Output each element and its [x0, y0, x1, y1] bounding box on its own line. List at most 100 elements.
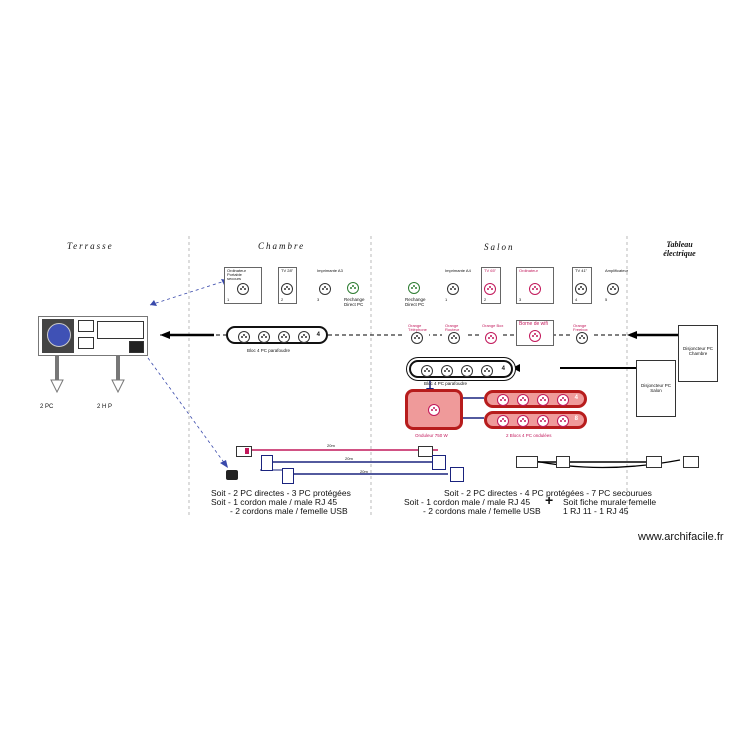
zone-salon: Salon	[484, 242, 515, 252]
socket-icon	[298, 331, 310, 343]
disjoncteur-chambre: Disjoncteur PC Chambre	[678, 325, 718, 382]
strip-count: 8	[574, 416, 578, 422]
device-label: TV 28"	[281, 268, 294, 273]
socket-icon	[529, 283, 541, 295]
disjoncteur-label: Disjoncteur PC Chambre	[682, 346, 713, 356]
usb-connector	[261, 455, 273, 471]
socket-icon	[421, 365, 433, 377]
wall-socket-rj11	[516, 456, 538, 468]
device-num: 3	[317, 297, 320, 302]
chambre-rechange: Rechange Direct PC	[344, 297, 365, 307]
usb-connector-3	[282, 468, 294, 484]
socket-icon	[441, 365, 453, 377]
socket-icon	[517, 415, 529, 427]
device-label: Imprimante A3	[317, 268, 343, 273]
monitor-block	[42, 319, 74, 353]
socket-icon	[278, 331, 290, 343]
socket-icon	[557, 415, 569, 427]
usb-connector-2	[432, 455, 446, 470]
onduleur-block	[405, 389, 463, 430]
strip-count: 4	[316, 332, 320, 338]
summary-extra-2: 1 RJ 11 - 1 RJ 45	[563, 506, 629, 516]
socket-label: Orange Freebox	[573, 323, 588, 332]
socket-orange-box: Orange Box	[479, 322, 503, 346]
summary-chambre-2: Soit - 1 cordon male / male RJ 45	[211, 497, 338, 507]
socket-icon	[461, 365, 473, 377]
salon-strip: 4	[409, 360, 513, 378]
socket-icon	[497, 394, 509, 406]
device-num: 4	[575, 297, 578, 302]
socket-label: Borne de wifi	[519, 321, 548, 327]
summary-extra-1: Soit fiche murale femelle	[563, 497, 657, 507]
device-num: 3	[519, 297, 522, 302]
socket-orange-routeur: Orange Routeur	[442, 322, 466, 346]
socket-icon	[411, 332, 423, 344]
socket-icon	[575, 283, 587, 295]
socket-icon	[258, 331, 270, 343]
device-tv41: TV 41" 4	[572, 267, 592, 304]
socket-label: Orange Routeur	[445, 323, 460, 332]
socket-borne-wifi: Borne de wifi	[516, 320, 554, 346]
socket-icon	[238, 331, 250, 343]
ondule-label: 2 Blocs 4 PC ondulées	[506, 433, 552, 438]
connector	[646, 456, 662, 468]
socket-icon	[428, 404, 440, 416]
socket-icon	[537, 415, 549, 427]
ondule-strip-1: 4	[484, 390, 587, 408]
rj45-connector-2	[418, 446, 433, 457]
onduleur-label: Onduleur 750 W	[415, 433, 448, 438]
device-amplificateur: Amplificateur 5	[602, 267, 629, 304]
watermark: www.archifacile.fr	[638, 531, 724, 543]
socket-icon	[576, 332, 588, 344]
cable-len-2: 20m	[345, 456, 353, 461]
outlet-icon-2	[78, 337, 94, 349]
device-laptop: Ordinateur Portable secours 1	[224, 267, 262, 304]
device-tv65: TV 65" 2	[481, 267, 501, 304]
device-label: Imprimante A4	[445, 268, 471, 273]
socket-label: Orange Téléphone	[408, 323, 427, 332]
salon-strip-label: Bloc 4 PC parafoudre	[424, 381, 468, 386]
socket-icon	[485, 332, 497, 344]
summary-chambre-1: Soit - 2 PC directes - 3 PC protégées	[211, 488, 351, 498]
speaker-icon	[47, 323, 71, 347]
device-num: 5	[605, 297, 608, 302]
socket-icon	[497, 415, 509, 427]
device-tv28: TV 28" 2	[278, 267, 297, 304]
amp-block	[97, 321, 144, 339]
device-label: Amplificateur	[605, 268, 629, 273]
socket-icon	[557, 394, 569, 406]
device-imprimante-a4: Imprimante A4 1	[442, 267, 471, 304]
device-label: TV 41"	[575, 268, 588, 273]
socket-icon	[484, 283, 496, 295]
socket-orange-telephone: Orange Téléphone	[405, 322, 429, 346]
device-imprimante-a3: Imprimante A3 3	[314, 267, 343, 304]
chambre-strip: 4	[226, 326, 328, 344]
socket-icon	[237, 283, 249, 295]
device-ordinateur: Ordinateur 3	[516, 267, 554, 304]
usb-connector-4	[450, 467, 464, 482]
ondule-strip-2: 8	[484, 411, 587, 429]
device-num: 1	[227, 297, 230, 302]
socket-icon	[517, 394, 529, 406]
outlet-icon	[78, 320, 94, 332]
plus-icon: +	[545, 492, 554, 508]
strip-count: 4	[501, 366, 505, 372]
socket-icon	[537, 394, 549, 406]
device-num: 1	[445, 297, 448, 302]
disjoncteur-label: Disjoncteur PC Salon	[640, 383, 671, 393]
summary-salon-1: Soit - 2 PC directes - 4 PC protégées - …	[444, 488, 652, 498]
summary-salon-2: Soit - 1 cordon male / male RJ 45	[404, 497, 531, 507]
wall-socket-rj45	[683, 456, 699, 468]
socket-orange-freebox: Orange Freebox	[570, 322, 594, 346]
socket-icon	[447, 283, 459, 295]
rj45-connector	[236, 446, 252, 457]
printer-icon	[226, 470, 238, 480]
socket-label: Orange Box	[482, 323, 504, 328]
chambre-strip-label: Bloc 4 PC parafoudre	[247, 348, 291, 353]
terrasse-pc: 2 PC	[40, 404, 54, 410]
socket-icon	[319, 283, 331, 295]
summary-salon-3: - 2 cordons male / femelle USB	[423, 506, 541, 516]
socket-icon	[448, 332, 460, 344]
socket-icon	[281, 283, 293, 295]
arrow-terrasse	[160, 331, 170, 339]
